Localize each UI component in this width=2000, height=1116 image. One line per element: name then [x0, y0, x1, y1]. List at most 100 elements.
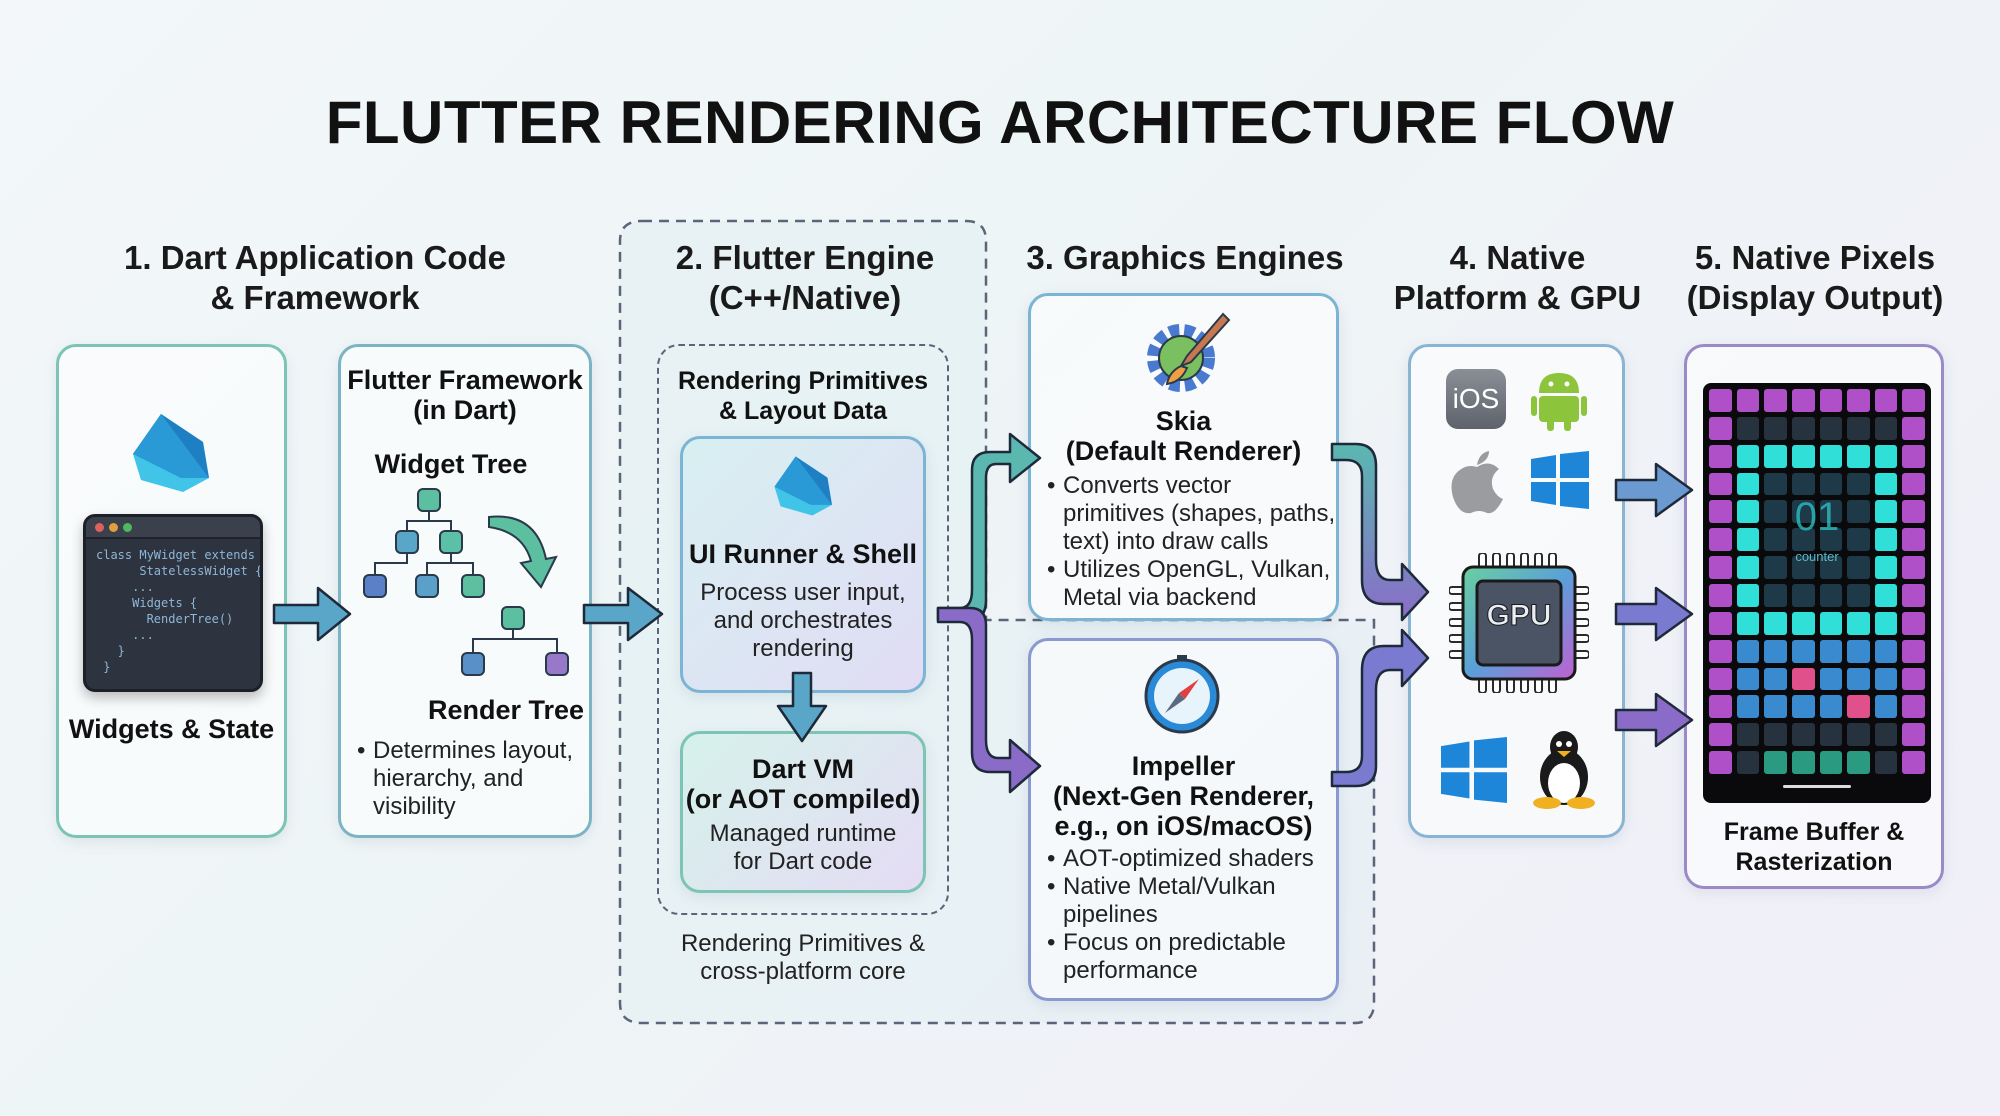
ui-runner-text: Process user input, and orchestrates ren…: [700, 579, 906, 662]
pixel-cell: [1709, 500, 1732, 524]
pixel-cell: [1764, 695, 1787, 719]
pixel-cell: [1874, 389, 1898, 412]
pixel-cell: [1764, 556, 1787, 579]
pixel-cell: [1736, 528, 1760, 552]
pixel-cell: [1847, 751, 1870, 774]
ui-runner-box: UI Runner & Shell Process user input, an…: [680, 436, 926, 693]
pixel-cell: [1709, 667, 1732, 691]
pixel-cell: [1847, 667, 1870, 691]
pixel-cell: [1819, 611, 1843, 635]
pixel-cell: [1902, 556, 1925, 579]
pixel-cell: [1902, 667, 1925, 691]
counter-label: counter: [1795, 549, 1839, 564]
pixel-cell: [1764, 500, 1787, 524]
code-window-titlebar: [86, 517, 260, 539]
arrow-platform-to-pixels-1: [1614, 462, 1694, 518]
pixel-cell: [1791, 667, 1815, 691]
pixel-cell: [1902, 695, 1925, 719]
native-pixels-box: 01 counter Frame Buffer & Rasterization: [1684, 344, 1944, 889]
pixel-cell: [1902, 444, 1925, 468]
pixel-cell: [1709, 695, 1732, 719]
pixel-cell: [1791, 556, 1815, 579]
pixel-cell: [1709, 528, 1732, 552]
pixel-cell: [1736, 584, 1760, 607]
skia-gear-brush-icon: [1147, 312, 1231, 392]
dart-vm-text: Managed runtime for Dart code: [709, 820, 897, 875]
column-heading-graphics-engines: 3. Graphics Engines: [1026, 239, 1344, 276]
flutter-framework-box: Flutter Framework (in Dart) Widget Tree …: [338, 344, 592, 838]
pixel-cell: [1709, 556, 1732, 579]
pixel-cell: [1736, 556, 1760, 579]
diagram-title: FLUTTER RENDERING ARCHITECTURE FLOW: [325, 89, 1675, 156]
close-dot-icon: [95, 523, 104, 532]
pixel-cell: [1819, 556, 1843, 579]
counter-number: 01: [1794, 495, 1840, 539]
pixel-cell: [1764, 584, 1787, 607]
column-heading-dart-app: 1. Dart Application Code & Framework: [124, 239, 506, 316]
pixel-cell: [1902, 584, 1925, 607]
pixel-cell: [1847, 416, 1870, 440]
pixel-cell: [1819, 723, 1843, 747]
android-icon: [1531, 373, 1587, 431]
pixel-cell: [1874, 667, 1898, 691]
pixel-cell: [1819, 416, 1843, 440]
pixel-cell: [1736, 416, 1760, 440]
pixel-cell: [1902, 500, 1925, 524]
pixel-cell: [1709, 751, 1732, 774]
ios-icon: iOS: [1446, 369, 1506, 429]
pixel-cell: [1847, 723, 1870, 747]
pixel-cell: [1874, 472, 1898, 496]
pixel-cell: [1847, 472, 1870, 496]
dart-vm-title: Dart VM (or AOT compiled): [685, 754, 921, 814]
pixel-cell: [1791, 444, 1815, 468]
pixel-cell: [1819, 389, 1843, 412]
pixel-cell: [1874, 500, 1898, 524]
pixel-cell: [1736, 639, 1760, 663]
pixel-cell: [1736, 389, 1760, 412]
pixel-cell: [1874, 556, 1898, 579]
pixel-cell: [1874, 416, 1898, 440]
pixel-grid: [1709, 389, 1925, 774]
linux-tux-icon: [1533, 731, 1595, 809]
pixel-cell: [1902, 751, 1925, 774]
pixel-cell: [1764, 611, 1787, 635]
impeller-bullets: AOT-optimized shaders Native Metal/Vulka…: [1047, 845, 1337, 985]
pixel-cell: [1764, 667, 1787, 691]
pixel-cell: [1791, 528, 1815, 552]
pixel-cell: [1874, 695, 1898, 719]
pixel-cell: [1847, 584, 1870, 607]
widget-render-tree-icon: [363, 488, 569, 676]
pixel-cell: [1736, 751, 1760, 774]
rendering-primitives-group: Rendering Primitives & Layout Data: [657, 344, 949, 915]
pixel-cell: [1709, 723, 1732, 747]
rendering-primitives-title: Rendering Primitives & Layout Data: [677, 367, 929, 425]
compass-icon: [1144, 655, 1220, 734]
framework-title: Flutter Framework (in Dart): [347, 365, 583, 425]
windows-icon: [1441, 737, 1507, 803]
pixel-cell: [1874, 751, 1898, 774]
maximize-dot-icon: [123, 523, 132, 532]
dart-logo-icon: [774, 456, 832, 516]
pixel-cell: [1847, 639, 1870, 663]
pixel-cell: [1791, 389, 1815, 412]
pixel-cell: [1736, 723, 1760, 747]
arrow-platform-to-pixels-3: [1614, 692, 1694, 748]
impeller-title: Impeller (Next-Gen Renderer, e.g., on iO…: [1052, 751, 1315, 841]
pixel-cell: [1847, 500, 1870, 524]
code-editor-window: class MyWidget extends StatelessWidget {…: [83, 514, 263, 692]
apple-icon: [1451, 451, 1503, 514]
pixel-cell: [1847, 528, 1870, 552]
bullet-item: Determines layout, hierarchy, and visibi…: [357, 737, 587, 821]
pixel-cell: [1709, 472, 1732, 496]
pixel-cell: [1736, 500, 1760, 524]
pixel-cell: [1791, 695, 1815, 719]
pixel-cell: [1791, 723, 1815, 747]
phone-screen: 01 counter: [1703, 383, 1931, 803]
pixel-cell: [1819, 751, 1843, 774]
pixel-cell: [1874, 584, 1898, 607]
pixel-cell: [1819, 584, 1843, 607]
skia-bullets: Converts vector primitives (shapes, path…: [1047, 472, 1337, 612]
bullet-item: Focus on predictable performance: [1047, 929, 1337, 985]
code-snippet: class MyWidget extends StatelessWidget {…: [96, 548, 263, 674]
pixel-cell: [1874, 723, 1898, 747]
